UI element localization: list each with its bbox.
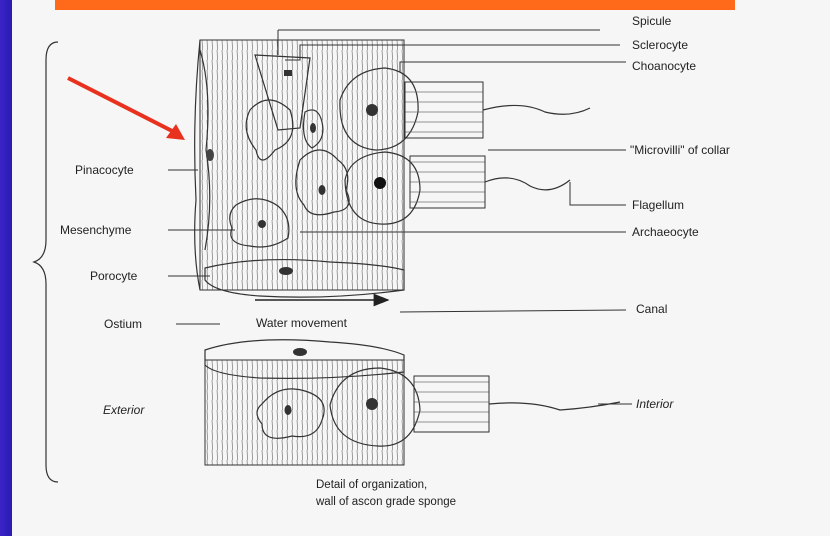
caption-line-2: wall of ascon grade sponge bbox=[315, 496, 456, 508]
label-porocyte: Porocyte bbox=[90, 269, 138, 283]
label-interior: Interior bbox=[636, 397, 674, 411]
label-archaeocyte: Archaeocyte bbox=[632, 225, 699, 239]
label-pinacocyte: Pinacocyte bbox=[75, 163, 134, 177]
label-canal: Canal bbox=[636, 302, 667, 316]
label-water-movement: Water movement bbox=[256, 316, 348, 330]
pinacocyte-cell bbox=[195, 40, 200, 290]
pinacocyte-nucleus bbox=[206, 149, 214, 161]
label-ostium: Ostium bbox=[104, 317, 142, 331]
upper-wall bbox=[200, 40, 404, 290]
label-exterior: Exterior bbox=[103, 403, 145, 417]
flagellum bbox=[485, 178, 570, 190]
left-brace bbox=[34, 42, 58, 482]
red-pointer-arrowhead bbox=[166, 124, 185, 140]
collar-lower bbox=[410, 156, 485, 208]
label-sclerocyte: Sclerocyte bbox=[632, 38, 688, 52]
lower-collar bbox=[414, 376, 489, 432]
caption-line-1: Detail of organization, bbox=[316, 479, 427, 491]
red-pointer-arrow bbox=[68, 78, 178, 134]
label-microvilli: "Microvilli" of collar bbox=[630, 143, 730, 157]
porocyte-nucleus bbox=[279, 267, 293, 275]
label-choanocyte: Choanocyte bbox=[632, 59, 696, 73]
label-spicule: Spicule bbox=[632, 14, 672, 28]
label-flagellum: Flagellum bbox=[632, 198, 684, 212]
label-mesenchyme: Mesenchyme bbox=[60, 223, 132, 237]
collar-upper bbox=[405, 82, 483, 138]
